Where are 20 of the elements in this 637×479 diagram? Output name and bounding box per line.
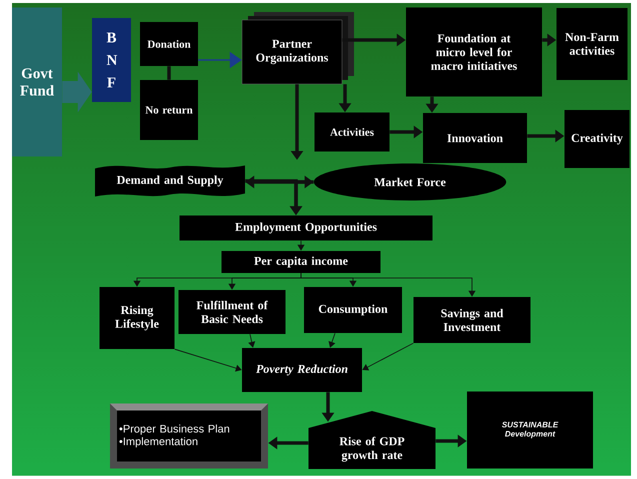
process-box: Activities	[314, 112, 390, 152]
process-box: Foundation at micro level for macro initiatives	[406, 8, 542, 96]
ellipse-node: Market Force	[314, 164, 506, 200]
letter-block: B N F	[92, 18, 131, 102]
process-box: Innovation	[423, 113, 527, 163]
process-box: Poverty Reduction	[242, 348, 362, 392]
bevel-box: •Proper Business Plan •Implementation	[110, 404, 268, 468]
process-box: Rising Lifestyle	[100, 287, 174, 349]
process-box: No return	[140, 80, 198, 140]
process-box: Fulfillment of Basic Needs	[178, 290, 286, 334]
process-box: Per capita income	[222, 251, 380, 273]
process-box: Creativity	[564, 110, 630, 168]
process-box: Consumption	[304, 287, 402, 333]
process-box: Non-Farm activities	[556, 8, 628, 80]
process-box: SUSTAINABLE Development	[467, 392, 593, 468]
document-stack: Partner Organizations	[242, 12, 354, 84]
process-box: Savings and Investment	[414, 297, 530, 343]
process-box: Donation	[140, 22, 198, 66]
fund-block: Govt Fund	[12, 8, 62, 156]
process-box: Employment Opportunities	[180, 216, 432, 240]
